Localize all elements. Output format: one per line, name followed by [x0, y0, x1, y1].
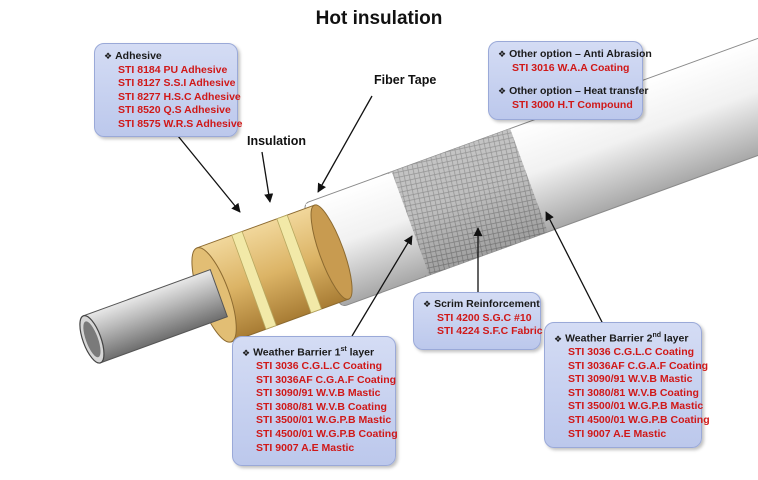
weather-barrier-2-item: STI 3036 C.G.L.C Coating — [568, 346, 695, 359]
adhesive-item: STI 8520 Q.S Adhesive — [118, 104, 231, 117]
weather-barrier-1-item: STI 3090/91 W.V.B Mastic — [256, 387, 381, 400]
weather-barrier-2-header: ❖Weather Barrier 2nd layer — [554, 332, 689, 345]
weather-barrier-2-item: STI 3090/91 W.V.B Mastic — [568, 373, 693, 386]
adhesive-item: STI 8575 W.R.S Adhesive — [118, 117, 243, 130]
anti-abrasion-header: ❖Other option – Anti Abrasion — [498, 48, 652, 60]
weather-barrier-2-item: STI 9007 A.E Mastic — [568, 427, 667, 440]
adhesive-item: STI 8277 H.S.C Adhesive — [118, 90, 241, 103]
diamond-bullet-icon: ❖ — [498, 86, 507, 97]
weather-barrier-1-item: STI 3036 C.G.L.C Coating — [256, 360, 383, 373]
weather-barrier-2-box: ❖Weather Barrier 2nd layer STI 3036 C.G.… — [544, 322, 710, 448]
pointer-insulation — [261, 151, 274, 203]
insulation-label: Insulation — [247, 134, 307, 148]
heat-transfer-header: ❖Other option – Heat transfer — [498, 85, 649, 98]
diamond-bullet-icon: ❖ — [498, 49, 507, 59]
weather-barrier-2-item: STI 3500/01 W.G.P.B Mastic — [568, 400, 704, 413]
pointer-weather-barrier-2 — [545, 211, 605, 327]
weather-barrier-1-header: ❖Weather Barrier 1st layer — [242, 346, 375, 359]
pointer-lines — [177, 95, 605, 337]
adhesive-item: STI 8184 PU Adhesive — [118, 63, 228, 76]
pointer-adhesive — [177, 135, 241, 213]
scrim-header: ❖Scrim Reinforcement — [423, 298, 540, 310]
weather-barrier-1-item: STI 9007 A.E Mastic — [256, 441, 355, 454]
diamond-bullet-icon: ❖ — [104, 51, 113, 61]
page-title: Hot insulation — [315, 8, 443, 29]
diamond-bullet-icon: ❖ — [554, 333, 563, 344]
anti-abrasion-item: STI 3016 W.A.A Coating — [512, 61, 630, 74]
weather-barrier-2-item: STI 3036AF C.G.A.F Coating — [568, 359, 709, 372]
pipe-illustration — [79, 34, 758, 364]
weather-barrier-1-box: ❖Weather Barrier 1st layer STI 3036 C.G.… — [232, 336, 398, 466]
fiber-tape-band — [231, 230, 277, 330]
weather-barrier-1-item: STI 3080/81 W.V.B Coating — [256, 400, 387, 413]
fiber-tape-label: Fiber Tape — [374, 73, 437, 87]
weather-barrier-1-item: STI 3036AF C.G.A.F Coating — [256, 373, 397, 386]
other-options-box: ❖Other option – Anti Abrasion STI 3016 W… — [488, 41, 652, 120]
adhesive-box: ❖Adhesive STI 8184 PU Adhesive STI 8127 … — [94, 43, 243, 137]
weather-barrier-2-item: STI 3080/81 W.V.B Coating — [568, 386, 699, 399]
weather-barrier-1-item: STI 4500/01 W.G.P.B Coating — [256, 428, 398, 441]
adhesive-item: STI 8127 S.S.I Adhesive — [118, 77, 236, 90]
weather-barrier-1-item: STI 3500/01 W.G.P.B Mastic — [256, 414, 392, 427]
scrim-box: ❖Scrim Reinforcement STI 4200 S.G.C #10 … — [413, 292, 543, 350]
adhesive-header: ❖Adhesive — [104, 50, 162, 62]
diamond-bullet-icon: ❖ — [242, 347, 251, 358]
pointer-fiber-tape — [317, 95, 373, 193]
scrim-item: STI 4224 S.F.C Fabric — [437, 325, 543, 338]
weather-barrier-2-item: STI 4500/01 W.G.P.B Coating — [568, 414, 710, 427]
pointer-weather-barrier-1 — [351, 235, 413, 337]
diamond-bullet-icon: ❖ — [423, 299, 432, 309]
inner-pipe — [82, 269, 228, 364]
heat-transfer-item: STI 3000 H.T Compound — [512, 98, 633, 111]
scrim-item: STI 4200 S.G.C #10 — [437, 311, 532, 324]
